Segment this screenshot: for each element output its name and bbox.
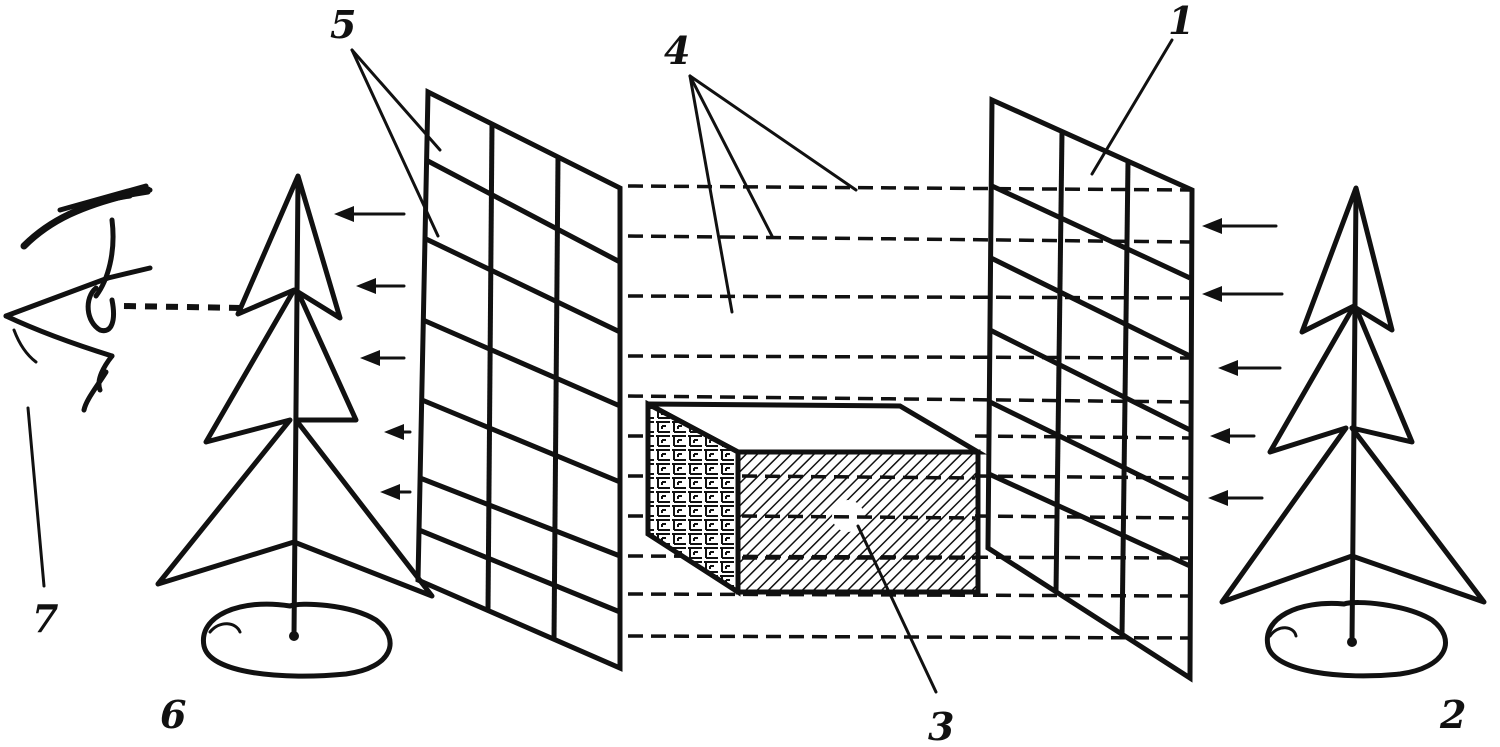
grid-screen-right bbox=[985, 96, 1195, 683]
leader-lines bbox=[350, 38, 1174, 694]
label-7: 7 bbox=[32, 596, 58, 641]
grid-screen-left bbox=[415, 87, 623, 672]
hatched-box-object bbox=[645, 399, 988, 597]
line-of-sight bbox=[123, 303, 245, 311]
arrows-right bbox=[1202, 218, 1284, 506]
label-3: 3 bbox=[928, 704, 954, 747]
label-4: 4 bbox=[664, 28, 690, 73]
arrows-left bbox=[334, 206, 412, 500]
tree-left bbox=[155, 173, 435, 679]
label-5: 5 bbox=[330, 2, 356, 47]
observer-eye bbox=[3, 183, 153, 588]
label-6: 6 bbox=[160, 692, 186, 737]
tree-right bbox=[1219, 185, 1487, 679]
label-2: 2 bbox=[1439, 692, 1466, 737]
label-1: 1 bbox=[1168, 0, 1194, 43]
